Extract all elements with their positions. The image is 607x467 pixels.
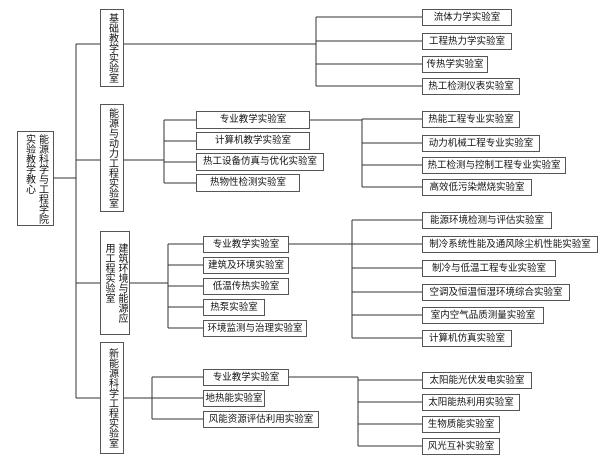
d3-sub-building: 建筑及环境实验室 <box>203 257 289 274</box>
division-energy-power: 能源与动力工程实验室 <box>100 104 124 212</box>
lab-label: 空调及恒温恒湿环境综合实验室 <box>429 286 563 298</box>
division-building-environment: 建筑环境与能源应 用工程实验室 <box>100 231 130 335</box>
root-label-line-2: 实验教学教心 <box>23 133 35 194</box>
lab-label: 流体力学实验室 <box>433 11 501 23</box>
lab-label: 地热能实验室 <box>205 392 263 404</box>
d1-lab-thermo: 工程热力学实验室 <box>422 33 512 50</box>
d4-lab-solar-thermal: 太阳能热利用实验室 <box>422 394 520 411</box>
d3-lab-refrigeration-system: 制冷系统性能及通风除尘机性能实验室 <box>422 236 598 253</box>
lab-label: 制冷与低温工程专业实验室 <box>431 262 546 274</box>
d3-sub-teaching: 专业教学实验室 <box>203 236 289 253</box>
division-new-energy: 新能源科学工程实验室 <box>100 342 124 454</box>
d2-sub-computer: 计算机教学实验室 <box>196 132 310 150</box>
d2-lab-thermal-eng: 热能工程专业实验室 <box>422 111 520 128</box>
root-node: 能源科学与工程学院 实验教学教心 <box>17 131 54 226</box>
d4-sub-geothermal: 地热能实验室 <box>203 390 265 407</box>
lab-label: 专业教学实验室 <box>219 114 287 126</box>
d2-sub-thermophysical: 热物性检测实验室 <box>196 174 300 192</box>
d1-lab-fluid: 流体力学实验室 <box>422 9 512 26</box>
lab-label: 高效低污染燃烧实验室 <box>429 181 525 193</box>
d3-sub-heat-pump: 热泵实验室 <box>203 299 265 316</box>
d4-lab-pv: 太阳能光伏发电实验室 <box>422 372 532 389</box>
lab-label: 太阳能光伏发电实验室 <box>429 374 525 386</box>
d3-sub-env-monitor: 环境监测与治理实验室 <box>203 320 307 337</box>
root-label-line-1: 能源科学与工程学院 <box>36 133 48 224</box>
d4-sub-teaching: 专业教学实验室 <box>203 369 289 386</box>
division-basic-teaching: 基础教学实验室 <box>100 9 124 87</box>
d2-lab-combustion: 高效低污染燃烧实验室 <box>422 179 532 196</box>
lab-label: 热物性检测实验室 <box>209 177 286 189</box>
lab-label: 专业教学实验室 <box>212 371 280 383</box>
d3-lab-indoor-air: 室内空气品质测量实验室 <box>422 307 544 324</box>
d4-sub-wind-resource: 风能资源评估利用实验室 <box>203 411 319 428</box>
lab-label: 计算机教学实验室 <box>214 135 291 147</box>
lab-label: 风光互补实验室 <box>427 440 495 452</box>
lab-label: 制冷系统性能及通风除尘机性能实验室 <box>429 238 591 250</box>
lab-label: 风能资源评估利用实验室 <box>208 413 314 425</box>
lab-label: 环境监测与治理实验室 <box>207 322 303 334</box>
lab-label: 计算机仿真实验室 <box>428 332 505 344</box>
lab-label: 生物质能实验室 <box>427 418 495 430</box>
d4-lab-wind-solar: 风光互补实验室 <box>422 438 500 455</box>
lab-label: 工程热力学实验室 <box>428 35 505 47</box>
lab-label: 太阳能热利用实验室 <box>428 396 514 408</box>
d2-sub-equipment-sim: 热工设备仿真与优化实验室 <box>196 153 324 171</box>
division-label: 能源与动力工程实验室 <box>106 108 118 208</box>
lab-label: 热能工程专业实验室 <box>428 113 514 125</box>
lab-label: 动力机械工程专业实验室 <box>428 137 534 149</box>
lab-label: 热工检测仪表实验室 <box>428 80 514 92</box>
d1-lab-heat-transfer: 传热学实验室 <box>422 56 488 73</box>
division-label: 基础教学实验室 <box>106 13 118 83</box>
d3-lab-computer-sim: 计算机仿真实验室 <box>422 330 512 347</box>
lab-label: 热工检测与控制工程专业实验室 <box>427 159 561 171</box>
lab-label: 低温传热实验室 <box>212 280 280 292</box>
lab-label: 室内空气品质测量实验室 <box>430 309 536 321</box>
lab-label: 建筑及环境实验室 <box>207 259 284 271</box>
d4-lab-biomass: 生物质能实验室 <box>422 416 500 433</box>
d3-lab-cryogenic: 制冷与低温工程专业实验室 <box>422 260 556 277</box>
d2-sub-teaching: 专业教学实验室 <box>196 111 310 129</box>
lab-label: 热泵实验室 <box>210 301 258 313</box>
lab-label: 传热学实验室 <box>426 58 484 70</box>
d3-lab-air-conditioning: 空调及恒温恒湿环境综合实验室 <box>422 284 570 301</box>
division-label: 新能源科学工程实验室 <box>106 348 118 448</box>
d2-lab-detection-control: 热工检测与控制工程专业实验室 <box>422 157 566 174</box>
d3-sub-low-temp: 低温传热实验室 <box>203 278 289 295</box>
lab-label: 能源环境检测与评估实验室 <box>429 214 544 226</box>
d2-lab-power-machine: 动力机械工程专业实验室 <box>422 135 540 152</box>
d3-lab-energy-env: 能源环境检测与评估实验室 <box>422 212 552 229</box>
d1-lab-instrument: 热工检测仪表实验室 <box>422 78 520 95</box>
lab-label: 热工设备仿真与优化实验室 <box>202 156 317 168</box>
division-label-line-2: 用工程实验室 <box>103 243 114 303</box>
division-label-line-1: 建筑环境与能源应 <box>116 243 127 323</box>
lab-label: 专业教学实验室 <box>212 238 280 250</box>
